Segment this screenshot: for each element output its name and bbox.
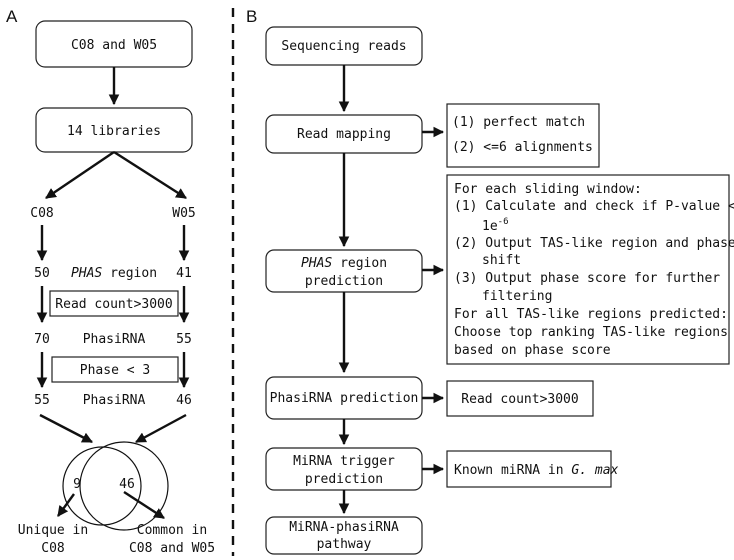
window-note-8: For all TAS-like regions predicted: xyxy=(454,307,728,322)
mapping-notes-box xyxy=(446,103,600,168)
venn-common-count: 46 xyxy=(119,477,135,492)
window-note-4: (2) Output TAS-like region and phase xyxy=(454,236,734,251)
step-phas-prediction-line1: PHAS region xyxy=(301,256,387,271)
window-note-2: (1) Calculate and check if P-value < xyxy=(454,199,734,214)
step-mirna-trigger-line2: prediction xyxy=(305,472,383,487)
read-count-note-text: Read count>3000 xyxy=(461,392,578,407)
read-count-note-box xyxy=(446,380,594,417)
window-note-9: Choose top ranking TAS-like regions xyxy=(454,325,728,340)
unique-label-line2: C08 xyxy=(41,541,64,556)
step-mirna-trigger-line1: MiRNA trigger xyxy=(293,454,395,469)
step-pathway-line2: pathway xyxy=(317,537,372,552)
window-note-5: shift xyxy=(482,253,521,268)
arrow-unique xyxy=(57,493,75,517)
step-read-mapping-text: Read mapping xyxy=(297,127,391,142)
step-pathway-line1: MiRNA-phasiRNA xyxy=(289,520,399,535)
panel-a-label: A xyxy=(6,7,18,26)
count-w05-final: 46 xyxy=(176,393,192,408)
count-w05-phas: 41 xyxy=(176,266,192,281)
known-mirna-note-text: Known miRNA in G. max xyxy=(454,463,619,478)
common-label-line2: C08 and W05 xyxy=(129,541,215,556)
arrow-common xyxy=(123,490,165,520)
window-note-3: 1e-6 xyxy=(482,217,509,234)
filter-phase-box xyxy=(51,356,179,383)
unique-label-line1: Unique in xyxy=(18,523,88,538)
count-c08-phasirna: 70 xyxy=(34,332,50,347)
arrow-to-venn-right xyxy=(135,413,187,444)
venn-unique-count: 9 xyxy=(73,477,81,492)
box-c08-w05-text: C08 and W05 xyxy=(71,38,157,53)
filter-read-count-text: Read count>3000 xyxy=(55,297,172,312)
filter-read-count-box xyxy=(49,290,179,317)
mapping-note-1: (1) perfect match xyxy=(452,115,585,130)
sample-c08: C08 xyxy=(30,206,53,221)
venn-circle-w05 xyxy=(79,441,169,531)
count-c08-phas: 50 xyxy=(34,266,50,281)
venn-circle-c08 xyxy=(62,446,142,526)
window-note-1: For each sliding window: xyxy=(454,182,642,197)
known-mirna-note-box xyxy=(446,450,612,488)
step-phasirna-prediction-text: PhasiRNA prediction xyxy=(270,391,419,406)
count-w05-phasirna: 55 xyxy=(176,332,192,347)
window-note-6: (3) Output phase score for further xyxy=(454,271,720,286)
mapping-note-2: (2) <=6 alignments xyxy=(452,140,593,155)
phas-region-label: PHAS region xyxy=(71,266,157,281)
common-label-line1: Common in xyxy=(137,523,207,538)
window-notes-box xyxy=(446,174,730,365)
step-phas-prediction-line2: prediction xyxy=(305,274,383,289)
filter-phase-text: Phase < 3 xyxy=(80,363,150,378)
arrow-to-venn-left xyxy=(39,413,93,444)
box-libraries-text: 14 libraries xyxy=(67,124,161,139)
phasirna-label-1: PhasiRNA xyxy=(83,332,146,347)
step-mirna-phasirna-pathway xyxy=(265,516,423,555)
step-sequencing-reads-text: Sequencing reads xyxy=(281,39,406,54)
window-note-10: based on phase score xyxy=(454,343,611,358)
sample-w05: W05 xyxy=(172,206,195,221)
window-note-7: filtering xyxy=(482,289,552,304)
arrow-split-right xyxy=(113,150,187,200)
phasirna-label-2: PhasiRNA xyxy=(83,393,146,408)
count-c08-final: 55 xyxy=(34,393,50,408)
arrow-split-left xyxy=(45,151,115,199)
panel-b-label: B xyxy=(246,7,257,26)
